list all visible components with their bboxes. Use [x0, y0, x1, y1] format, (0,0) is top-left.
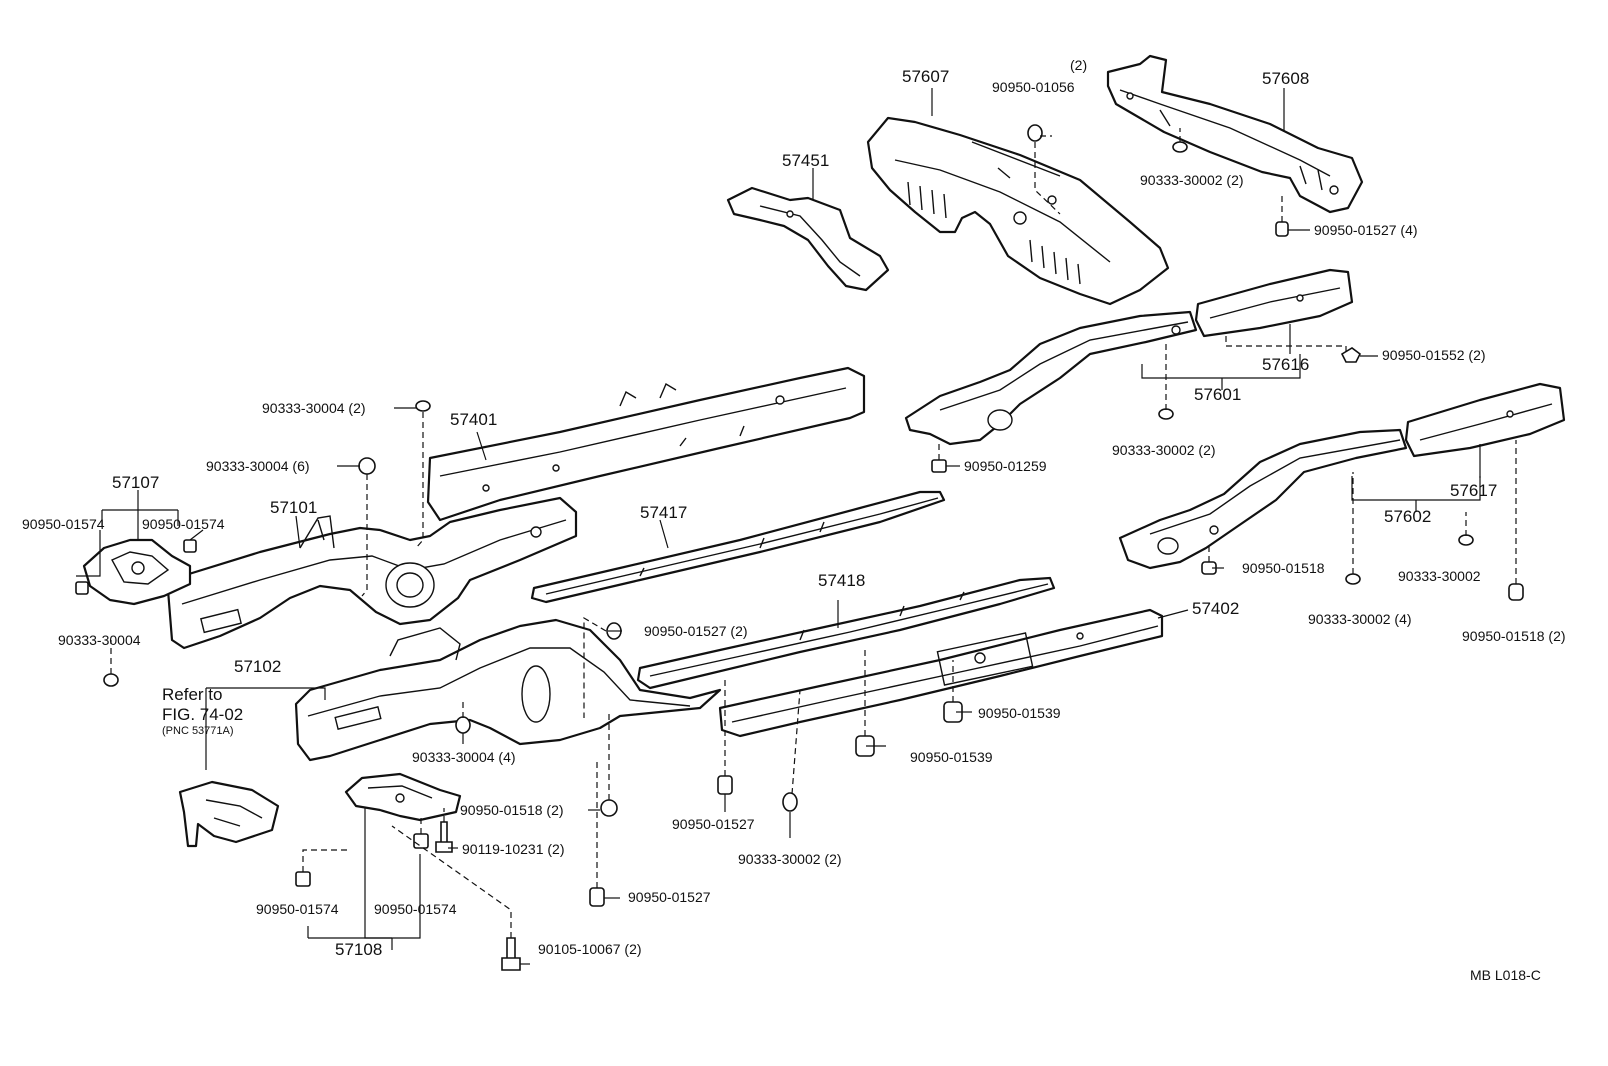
part-57402-side-member [718, 608, 1164, 738]
label-57601: 57601 [1194, 385, 1241, 404]
nut-90950-01056 [1027, 124, 1043, 142]
nut-90333-30002-d [782, 792, 798, 812]
nut-90333-30002-c [1458, 534, 1474, 546]
part-57602-rear-side-member [1118, 382, 1566, 570]
part-57607-rear-cross-member [866, 116, 1170, 306]
part-57601-rear-side-member [904, 268, 1354, 446]
label-90950-01527-b: 90950-01527 [628, 889, 711, 905]
label-57617: 57617 [1450, 481, 1497, 500]
label-57616: 57616 [1262, 355, 1309, 374]
label-57607: 57607 [902, 67, 949, 86]
label-90950-01259: 90950-01259 [964, 458, 1047, 474]
label-90333-30002-4: 90333-30002 (4) [1308, 611, 1412, 627]
label-90950-01518-2: 90950-01518 (2) [460, 802, 564, 818]
label-57101: 57101 [270, 498, 317, 517]
nut-90950-01574-b [183, 539, 197, 553]
bolt-90105-10067 [501, 937, 521, 971]
bolt-90119-10231 [435, 821, 453, 853]
label-57107: 57107 [112, 473, 159, 492]
label-90950-01518-a: 90950-01518 [1242, 560, 1325, 576]
label-90950-01527-2: 90950-01527 (2) [644, 623, 748, 639]
nut-90950-01527-b [589, 887, 605, 907]
label-90105-10067-2: 90105-10067 (2) [538, 941, 642, 957]
leader-lines [76, 88, 1517, 965]
label-90950-01056: 90950-01056 [992, 79, 1075, 95]
label-90950-01527-a: 90950-01527 [672, 816, 755, 832]
label-90950-01518-2b: 90950-01518 (2) [1462, 628, 1566, 644]
part-57417-floor-stiffener [530, 490, 946, 604]
label-90950-01539-b: 90950-01539 [910, 749, 993, 765]
nut-90333-30002-4 [1345, 573, 1361, 585]
label-90950-01552-2: 90950-01552 (2) [1382, 347, 1486, 363]
label-90950-01574-c: 90950-01574 [256, 901, 339, 917]
labels: 57607 57608 57451 57401 57107 57101 5710… [22, 57, 1566, 983]
label-57402: 57402 [1192, 599, 1239, 618]
nut-90333-30004-2 [415, 400, 431, 412]
label-57102: 57102 [234, 657, 281, 676]
label-90333-30002-2-b: 90333-30002 (2) [1112, 442, 1216, 458]
label-90950-01574-b: 90950-01574 [142, 516, 225, 532]
nut-90333-30004-6 [358, 457, 376, 475]
label-90333-30002-2-c: 90333-30002 (2) [738, 851, 842, 867]
refer-fig-text: FIG. 74-02 [162, 705, 243, 724]
label-90950-01539-a: 90950-01539 [978, 705, 1061, 721]
part-57108-mount [344, 772, 462, 822]
nut-90333-30004 [103, 673, 119, 687]
part-57101-front-side-member [166, 496, 578, 650]
label-qty-2-top: (2) [1070, 57, 1087, 73]
nut-90950-01574-d [413, 833, 429, 849]
label-90333-30004-2: 90333-30004 (2) [262, 400, 366, 416]
nut-90950-01574-c [295, 871, 311, 887]
drawing-code: MB L018-C [1470, 967, 1541, 983]
part-57608-rear-cross-member [1106, 54, 1364, 214]
label-90119-10231-2: 90119-10231 (2) [462, 841, 564, 857]
label-90333-30004-4: 90333-30004 (4) [412, 749, 516, 765]
label-57417: 57417 [640, 503, 687, 522]
label-57602: 57602 [1384, 507, 1431, 526]
nut-90950-01518-2 [600, 799, 618, 817]
label-57451: 57451 [782, 151, 829, 170]
label-57401: 57401 [450, 410, 497, 429]
nut-90950-01574-a [75, 581, 89, 595]
label-57608: 57608 [1262, 69, 1309, 88]
nut-90333-30002-b [1158, 408, 1174, 420]
label-90333-30002: 90333-30002 [1398, 568, 1481, 584]
label-90333-30002-2-a: 90333-30002 (2) [1140, 172, 1244, 188]
part-57401-side-member [426, 366, 866, 522]
part-57107-mount [82, 538, 192, 606]
part-refer-bracket [178, 780, 280, 848]
label-90950-01574-d: 90950-01574 [374, 901, 457, 917]
label-90950-01574-a: 90950-01574 [22, 516, 105, 532]
nut-90950-01518-2b [1508, 583, 1524, 601]
label-57108: 57108 [335, 940, 382, 959]
nut-90950-01527-4 [1275, 221, 1289, 237]
nut-90950-01259 [931, 459, 947, 473]
nut-90333-30004-4 [455, 716, 471, 734]
part-57418-floor-stiffener [636, 576, 1056, 690]
label-90333-30004: 90333-30004 [58, 632, 141, 648]
label-90333-30004-6: 90333-30004 (6) [206, 458, 310, 474]
label-57418: 57418 [818, 571, 865, 590]
nut-90333-30002-a [1172, 141, 1188, 153]
part-57102-front-side-member [294, 618, 722, 762]
nut-90950-01527-a [717, 775, 733, 795]
refer-to-text: Refer to [162, 685, 222, 704]
label-90950-01527-4: 90950-01527 (4) [1314, 222, 1418, 238]
nut-90950-01552 [1340, 347, 1362, 363]
refer-pnc-text: (PNC 53771A) [162, 725, 234, 737]
part-57451-bracket [726, 186, 890, 292]
